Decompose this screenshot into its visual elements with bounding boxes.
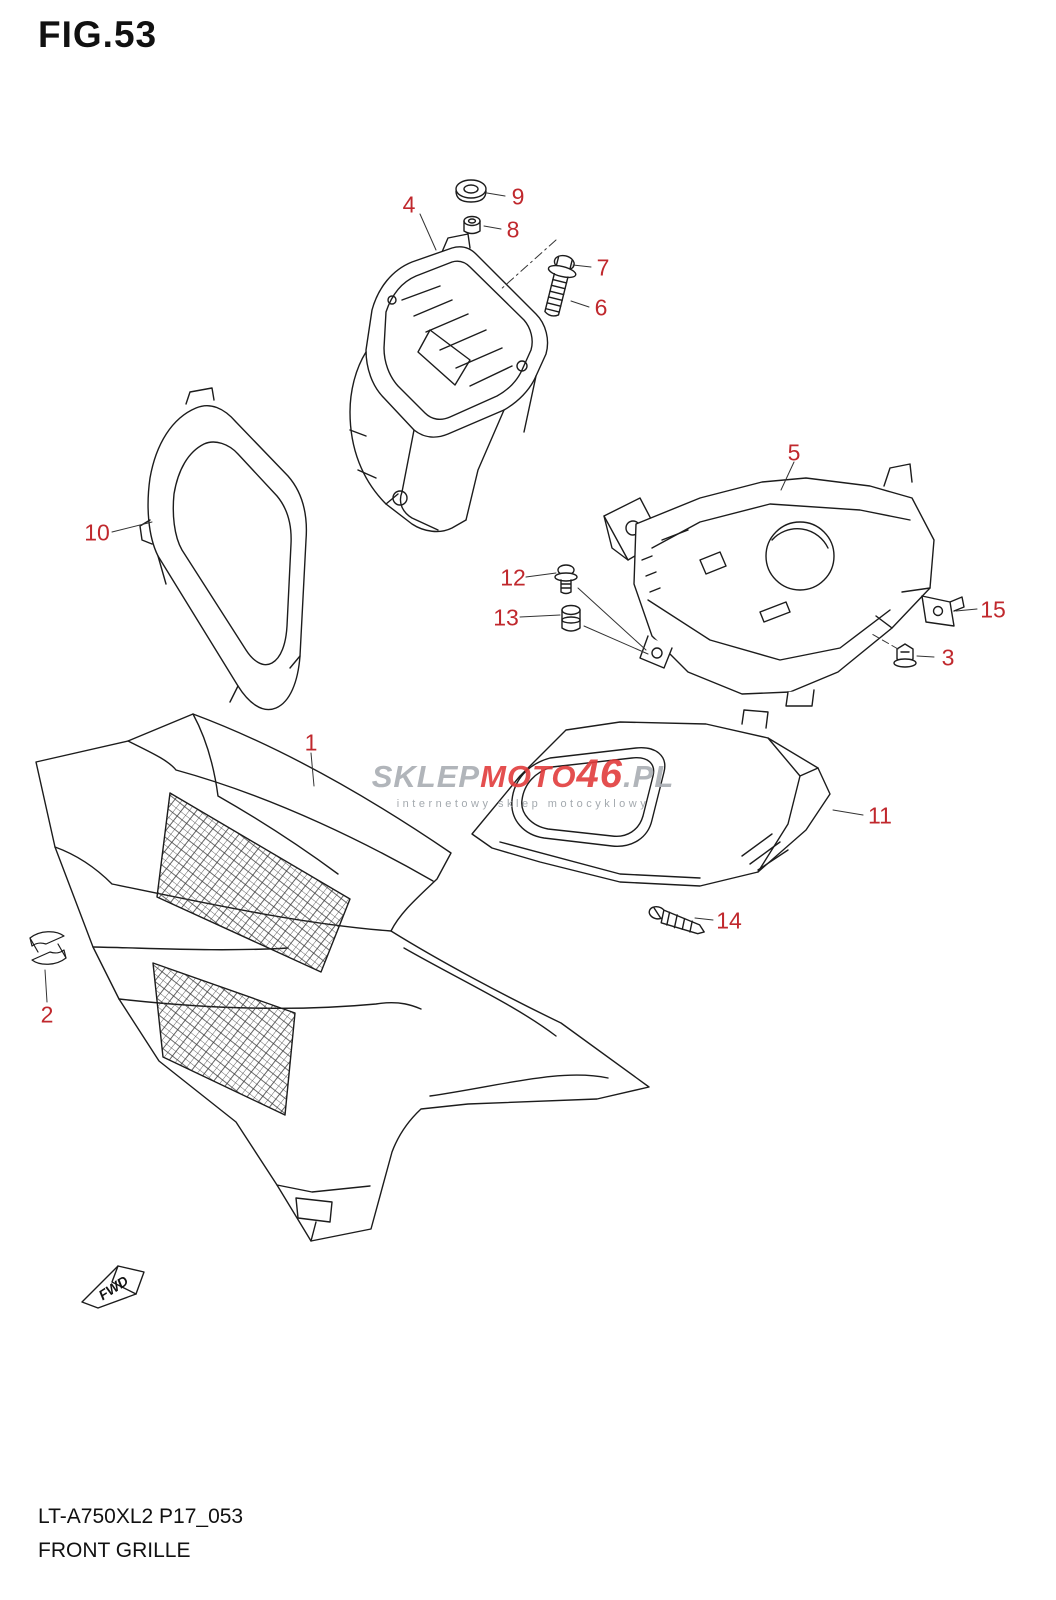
part-14-screw-drawing <box>648 905 705 935</box>
part-4-housing-drawing <box>349 233 549 533</box>
part-1-front-grille-drawing <box>35 713 650 1242</box>
part-13-cushion-drawing <box>561 604 581 632</box>
part-5-bracket-drawing <box>603 463 935 707</box>
model-code: LT-A750XL2 P17_053 <box>38 1505 244 1528</box>
figure-name: FRONT GRILLE <box>38 1539 191 1562</box>
part-12-bolt-drawing <box>554 564 578 595</box>
part-3-nut-drawing <box>893 643 917 668</box>
part-7-6-bolt-drawing <box>544 254 577 317</box>
part-9-cushion-drawing <box>455 179 487 203</box>
figure-title: FIG.53 <box>38 14 158 55</box>
fwd-arrow: FWD <box>81 1265 145 1309</box>
part-15-bracket-drawing <box>921 595 965 627</box>
leader-lines <box>44 192 978 1003</box>
part-10-bezel-drawing <box>139 387 308 711</box>
part-8-nut-drawing <box>463 215 481 235</box>
part-11-cover-drawing <box>471 709 831 887</box>
part-2-emblem-drawing <box>29 931 67 965</box>
